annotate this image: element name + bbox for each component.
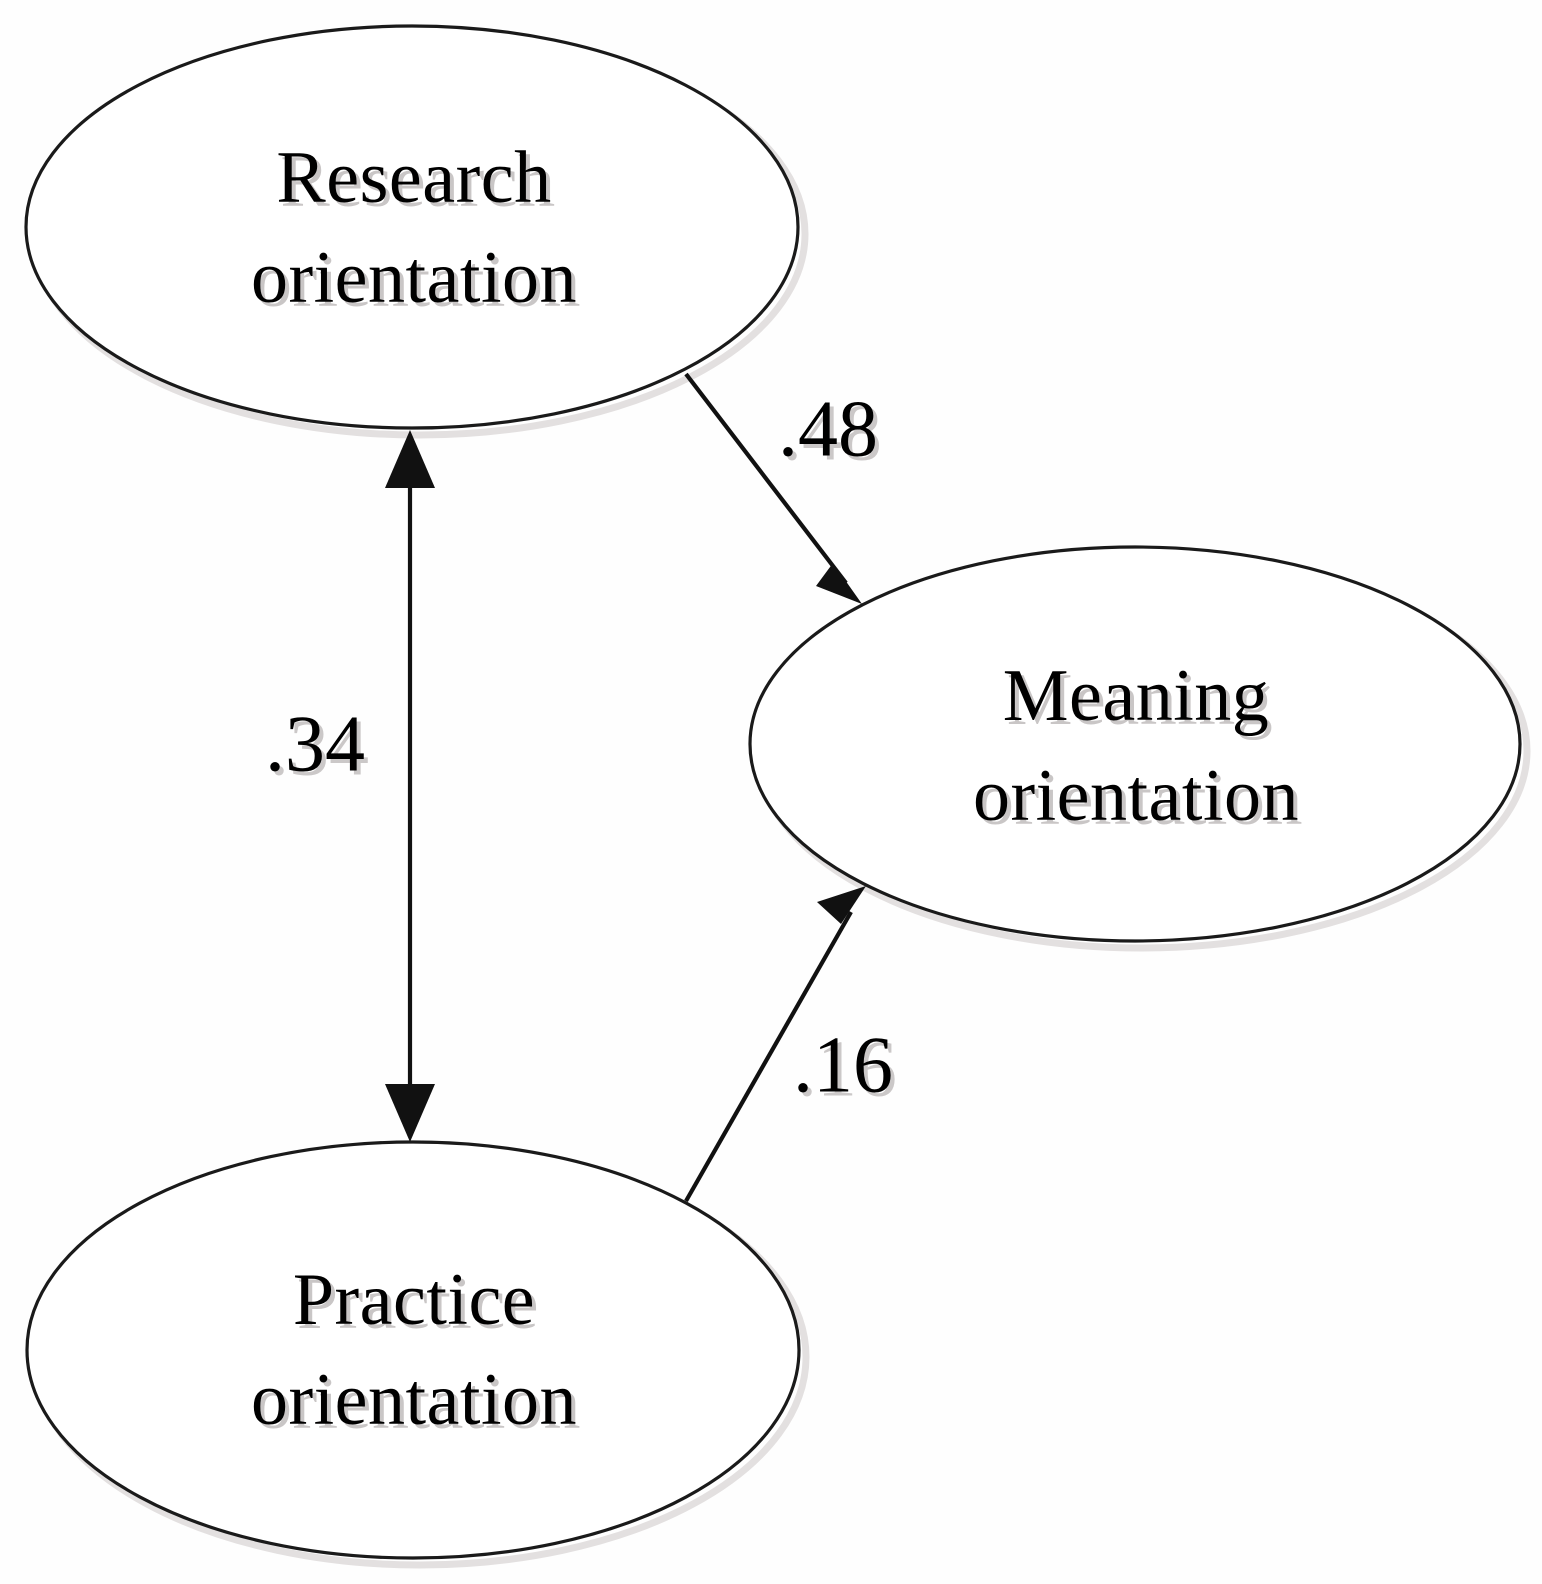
research-label-line2: orientation (251, 237, 577, 319)
arrowhead-into-meaning-bottom (817, 886, 866, 924)
meaning-label-line2-shadow: orientation (977, 759, 1303, 841)
edge-label-34: .34 (265, 700, 365, 788)
edge-label-16: .16 (793, 1021, 893, 1109)
practice-label-line1-shadow: Practice (297, 1263, 539, 1345)
edge-research-to-meaning-line[interactable] (684, 372, 848, 585)
arrowhead-into-practice-top (385, 1084, 435, 1142)
practice-label-line2-shadow: orientation (255, 1363, 581, 1445)
edge-label-34-shadow: .34 (269, 704, 369, 792)
edge-research-practice-bidirectional[interactable]: .34 .34 (265, 430, 435, 1142)
node-practice-orientation[interactable]: Practice Practice orientation orientatio… (25, 1140, 810, 1569)
practice-label-line1: Practice (293, 1259, 535, 1341)
arrowhead-into-research-bottom (385, 430, 435, 488)
meaning-label-line1: Meaning (1003, 655, 1270, 737)
practice-ellipse-outline[interactable] (25, 1140, 801, 1560)
practice-label-line2: orientation (251, 1359, 577, 1441)
research-label-line1: Research (276, 137, 551, 219)
edge-practice-to-meaning-line[interactable] (684, 910, 853, 1203)
research-ellipse-outline[interactable] (24, 24, 800, 430)
edge-label-48: .48 (778, 385, 878, 473)
meaning-label-line1-shadow: Meaning (1007, 659, 1274, 741)
meaning-label-line2: orientation (973, 755, 1299, 837)
research-label-line2-shadow: orientation (255, 241, 581, 323)
meaning-ellipse-outline[interactable] (748, 545, 1522, 943)
research-label-line1-shadow: Research (280, 141, 555, 223)
node-research-orientation[interactable]: Research Research orientation orientatio… (24, 24, 809, 439)
node-meaning-orientation[interactable]: Meaning Meaning orientation orientation (748, 545, 1531, 952)
arrowhead-into-meaning-top (816, 563, 862, 604)
edge-label-48-shadow: .48 (782, 389, 882, 477)
edge-practice-to-meaning[interactable]: .16 .16 (684, 886, 897, 1203)
edge-label-16-shadow: .16 (797, 1025, 897, 1113)
edge-research-to-meaning[interactable]: .48 .48 (684, 372, 882, 604)
